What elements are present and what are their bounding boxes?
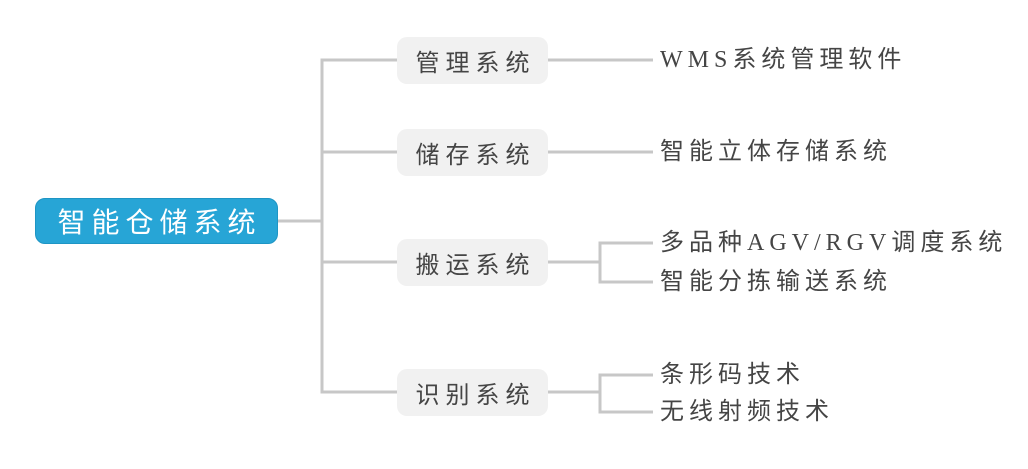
branch-node-label: 管理系统 (415, 51, 536, 77)
leaf-label-sorting-conveying: 智能分拣输送系统 (660, 269, 892, 295)
leaf-lines-single (548, 58, 653, 154)
bracket-handling-lines (548, 241, 653, 284)
branch-node-storage: 储存系统 (397, 129, 548, 176)
branch-stub-lines (321, 58, 397, 394)
leaf-label-agv-rgv-dispatch: 多品种AGV/RGV调度系统 (660, 230, 1008, 256)
leaf-label-rfid-tech: 无线射频技术 (660, 399, 834, 425)
root-node-smart-warehouse: 智能仓储系统 (35, 198, 278, 244)
branch-node-label: 搬运系统 (415, 253, 536, 279)
leaf-label-wms-software: WMS系统管理软件 (660, 47, 907, 73)
branch-node-identification: 识别系统 (397, 369, 548, 416)
branch-node-label: 储存系统 (415, 143, 536, 169)
leaf-label-barcode-tech: 条形码技术 (660, 362, 805, 388)
branch-node-label: 识别系统 (415, 383, 536, 409)
branch-node-management: 管理系统 (397, 37, 548, 84)
leaf-label-stereoscopic-storage: 智能立体存储系统 (660, 139, 892, 165)
branch-node-handling: 搬运系统 (397, 239, 548, 286)
bracket-identify-lines (548, 373, 653, 414)
root-node-label: 智能仓储系统 (57, 208, 262, 239)
